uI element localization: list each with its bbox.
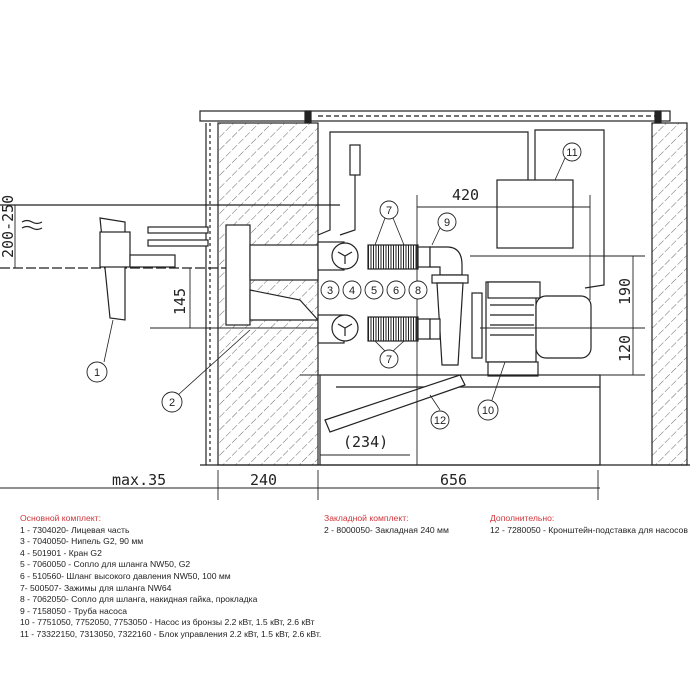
- dim-120: 120: [616, 335, 634, 362]
- dim-240: 240: [250, 471, 277, 489]
- dim-234: (234): [343, 433, 388, 451]
- dim-145: 145: [171, 288, 189, 315]
- legend-item: 12 - 7280050 - Кронштейн-подставка для н…: [490, 524, 688, 535]
- callout-11: 11: [566, 147, 577, 159]
- callout-4: 4: [349, 285, 355, 297]
- legend-item: 2 - 8000050- Закладная 240 мм: [324, 524, 449, 535]
- dim-water-level: 200-250: [0, 195, 17, 258]
- callout-1: 1: [94, 367, 100, 379]
- dim-420: 420: [452, 186, 479, 204]
- legend-additional-title: Дополнительно:: [490, 513, 555, 523]
- legend-item: 1 - 7304020- Лицевая часть: [20, 524, 130, 535]
- control-box: [317, 129, 605, 289]
- pump-bracket: [319, 374, 601, 466]
- callout-9: 9: [444, 217, 450, 229]
- legend-item: 4 - 501901 - Кран G2: [20, 547, 102, 558]
- legend-embedded: Закладной комплект: 2 - 8000050- Закладн…: [324, 513, 449, 536]
- callout-3: 3: [327, 285, 333, 297]
- callout-8: 8: [415, 285, 421, 297]
- legend-item: 3 - 7040050- Нипель G2, 90 мм: [20, 536, 144, 547]
- callout-5: 5: [371, 285, 377, 297]
- legend-main-title: Основной комплект:: [20, 513, 101, 523]
- legend-item: 6 - 510560- Шланг высокого давления NW50…: [20, 570, 231, 581]
- callout-7-bottom: 7: [386, 354, 392, 366]
- pool-deck: [199, 110, 671, 124]
- dim-656: 656: [440, 471, 467, 489]
- dim-190: 190: [616, 278, 634, 305]
- callout-7-top: 7: [386, 205, 392, 217]
- legend-item: 10 - 7751050, 7752050, 7753050 - Насос и…: [20, 617, 315, 628]
- dim-max35: max.35: [112, 471, 166, 489]
- pump: [471, 281, 592, 377]
- callout-6: 6: [393, 285, 399, 297]
- legend-embedded-title: Закладной комплект:: [324, 513, 409, 523]
- legend-main: Основной комплект: 1 - 7304020- Лицевая …: [20, 513, 321, 641]
- face-part: [99, 217, 209, 321]
- legend-item: 11 - 73322150, 7313050, 7322160 - Блок у…: [20, 628, 322, 639]
- callout-10: 10: [482, 405, 494, 417]
- legend-item: 8 - 7062050- Сопло для шланга, накидная …: [20, 594, 258, 605]
- legend-item: 7- 500507- Зажимы для шланга NW64: [20, 582, 172, 593]
- right-wall: [651, 122, 688, 466]
- embedded-part: [225, 224, 320, 326]
- callout-2: 2: [169, 397, 175, 409]
- legend-item: 5 - 7060050 - Сопло для шланга NW50, G2: [20, 559, 191, 570]
- pipe-assembly: [317, 241, 469, 366]
- callout-12: 12: [434, 415, 446, 427]
- legend-additional: Дополнительно: 12 - 7280050 - Кронштейн-…: [490, 513, 688, 536]
- legend-item: 9 - 7158050 - Труба насоса: [20, 605, 128, 616]
